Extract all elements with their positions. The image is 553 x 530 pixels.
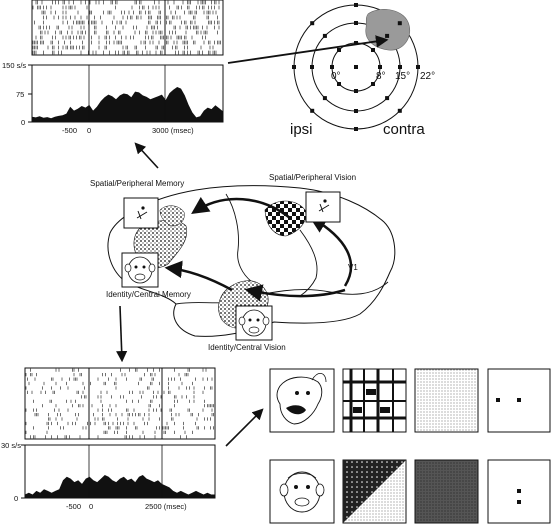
- polar-marker: [397, 21, 402, 26]
- top-y-label-mid: 75: [16, 90, 24, 99]
- arrow-histogram-to-stimuli: [225, 408, 264, 447]
- stimulus-dark-gray-texture: [414, 459, 479, 524]
- top-histogram: 150 s/s 75 0 -500 0 3000 (msec): [2, 61, 224, 135]
- bottom-spike-raster: [24, 367, 216, 440]
- spatial-memory-icon-box: [123, 197, 159, 229]
- polar-marker: [322, 33, 327, 38]
- arrow-v1-to-temporal: [244, 284, 346, 302]
- diagonal-texture-dark-half: [343, 460, 406, 523]
- polar-marker: [337, 48, 341, 52]
- arrow-v1-to-parietal: [308, 216, 353, 287]
- arrow-temporal-to-identity-memory: [164, 260, 233, 292]
- polar-marker: [397, 108, 402, 113]
- polar-marker: [330, 65, 334, 69]
- polar-marker: [354, 3, 358, 7]
- polar-label-ipsi: ipsi: [290, 121, 313, 138]
- spatial-vision-target-icon: [318, 199, 330, 213]
- polar-marker: [310, 65, 314, 69]
- identity-vision-monkey-face-icon: [238, 309, 270, 337]
- bottom-histogram: 30 s/s 0 -500 0 2500 (msec): [1, 441, 216, 511]
- receptive-field-polar-plot: 0° 8° 15° 22° ipsi contra: [290, 3, 435, 138]
- lunate-sulcus: [299, 229, 318, 297]
- two-dots-top-right-dot: [517, 398, 521, 402]
- bottom-histogram-area: [25, 475, 215, 498]
- polar-marker: [310, 21, 315, 26]
- polar-ring-label-0: 0°: [331, 71, 341, 82]
- polar-label-contra: contra: [383, 121, 425, 138]
- bottom-y-label-zero: 0: [14, 494, 18, 503]
- arrow-histogram-to-polar: [227, 35, 389, 64]
- arrow-dorsal-to-spatial-memory: [191, 196, 291, 219]
- polar-marker: [292, 65, 296, 69]
- label-spatial-memory: Spatial/Peripheral Memory: [90, 179, 184, 188]
- stimulus-panel-grid: [269, 368, 551, 524]
- polar-marker: [416, 65, 420, 69]
- polar-marker: [310, 108, 315, 113]
- polar-marker: [385, 96, 390, 101]
- spatial-memory-target-icon: [136, 206, 148, 220]
- two-dots-bottom-upper-dot: [517, 489, 521, 493]
- polar-marker: [371, 48, 375, 52]
- label-identity-memory: Identity/Central Memory: [106, 290, 191, 299]
- top-x-label-end: 3000 (msec): [152, 126, 194, 135]
- v1-label: V1: [348, 263, 358, 272]
- polar-marker: [371, 82, 375, 86]
- bottom-x-label-zero: 0: [89, 502, 93, 511]
- central-sulcus: [225, 193, 253, 283]
- polar-marker: [378, 65, 382, 69]
- arrow-brain-to-top-histogram: [134, 142, 159, 169]
- polar-marker: [337, 82, 341, 86]
- polar-marker: [354, 109, 358, 113]
- polar-ring-label-22: 22°: [420, 71, 435, 82]
- brain-diagram: V1 Spati: [90, 173, 396, 352]
- polar-center-marker: [354, 65, 358, 69]
- monkey-face-threat-icon: [276, 373, 327, 425]
- polar-marker: [322, 96, 327, 101]
- bottom-x-label-left: -500: [66, 502, 81, 511]
- grid-scene-pattern: [343, 369, 406, 432]
- top-y-label-max: 150 s/s: [2, 61, 26, 70]
- spatial-vision-icon-box: [305, 191, 341, 223]
- polar-ring-label-8: 8°: [376, 71, 386, 82]
- label-identity-vision: Identity/Central Vision: [208, 343, 286, 352]
- monkey-face-calm-icon: [279, 471, 325, 513]
- prefrontal-upper-dotted-region: [159, 205, 185, 227]
- top-x-label-left: -500: [62, 126, 77, 135]
- sylvian-fissure: [175, 281, 389, 305]
- two-dots-bottom-lower-dot: [517, 500, 521, 504]
- polar-stimulus-markers: [292, 3, 420, 131]
- stimulus-gray-texture: [414, 368, 479, 433]
- top-spike-raster: [31, 0, 224, 56]
- label-spatial-vision: Spatial/Peripheral Vision: [269, 173, 356, 182]
- polar-marker: [354, 41, 358, 45]
- two-dots-top-left-dot: [496, 398, 500, 402]
- identity-memory-monkey-face-icon: [124, 256, 156, 284]
- polar-marker: [398, 65, 402, 69]
- receptive-field-blob: [365, 9, 410, 51]
- bottom-y-label-max: 30 s/s: [1, 441, 21, 450]
- polar-marker: [354, 21, 358, 25]
- polar-marker: [385, 33, 390, 38]
- polar-ring-label-15: 15°: [395, 71, 410, 82]
- bottom-x-label-end: 2500 (msec): [145, 502, 187, 511]
- polar-marker: [354, 89, 358, 93]
- polar-marker: [354, 127, 358, 131]
- arrow-brain-to-bottom-raster: [116, 305, 128, 363]
- top-x-label-zero: 0: [87, 126, 91, 135]
- top-y-label-zero: 0: [21, 118, 25, 127]
- top-histogram-area: [32, 87, 223, 122]
